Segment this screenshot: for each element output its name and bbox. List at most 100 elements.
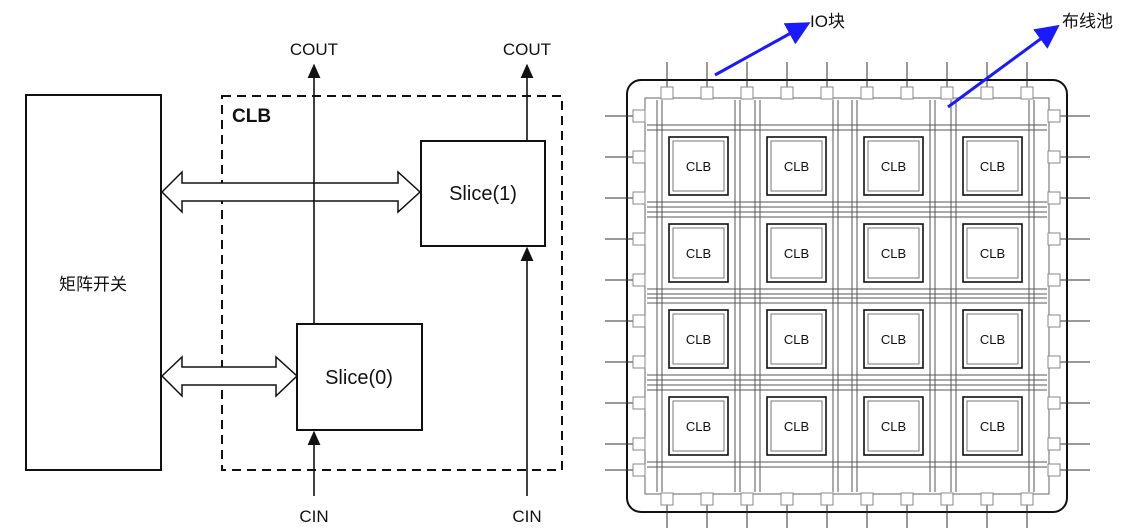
slice1-block: Slice(1) xyxy=(420,140,546,247)
io-pad-bottom xyxy=(940,492,954,506)
io-pad-bottom xyxy=(820,492,834,506)
io-pad-top xyxy=(980,86,994,100)
clb-cell: CLB xyxy=(668,396,729,456)
clb-cell: CLB xyxy=(668,136,729,196)
io-pad-right xyxy=(1047,396,1061,410)
io-pad-top xyxy=(660,86,674,100)
right-fpga-diagram: CLB CLB CLB CLB CLB CLB CLB CLB CLB CLB CLB CLB CLB C… xyxy=(605,12,1113,528)
clb-cell-inner xyxy=(672,227,725,279)
clb-cell-inner xyxy=(672,313,725,365)
io-pad-left xyxy=(632,150,646,164)
clb-cell: CLB xyxy=(863,136,924,196)
io-pad-right xyxy=(1047,437,1061,451)
io-pad-top xyxy=(740,86,754,100)
cin-left-label: CIN xyxy=(299,507,328,526)
clb-cell-label: CLB xyxy=(881,159,906,174)
io-pads xyxy=(632,86,1061,506)
matrix-switch-label: 矩阵开关 xyxy=(59,275,127,294)
clb-cell: CLB xyxy=(962,396,1023,456)
io-pad-top xyxy=(1020,86,1034,100)
io-pad-bottom xyxy=(900,492,914,506)
clb-cell: CLB xyxy=(766,223,827,283)
io-pad-right xyxy=(1047,109,1061,123)
left-clb-diagram: 矩阵开关 CLB Slice(1) Slice(0) xyxy=(25,40,563,526)
carry-lines xyxy=(307,63,534,496)
clb-cell-label: CLB xyxy=(686,246,711,261)
io-pad-left xyxy=(632,463,646,477)
bus-arrow-slice0 xyxy=(160,355,299,398)
io-pad-left xyxy=(632,314,646,328)
routing-channels xyxy=(647,100,1047,492)
clb-cell: CLB xyxy=(962,309,1023,369)
clb-cell-label: CLB xyxy=(686,419,711,434)
io-pad-bottom xyxy=(700,492,714,506)
cin-right-label: CIN xyxy=(512,507,541,526)
routing-annotation-label: 布线池 xyxy=(1062,12,1113,31)
io-pad-right xyxy=(1047,273,1061,287)
io-pad-top xyxy=(780,86,794,100)
chip-inner-outline xyxy=(644,97,1050,495)
clb-cell-label: CLB xyxy=(784,159,809,174)
clb-grid: CLB CLB CLB CLB CLB CLB CLB CLB CLB CLB CLB CLB CLB C… xyxy=(668,136,1023,456)
clb-cell-inner xyxy=(867,400,920,452)
slice1-label: Slice(1) xyxy=(449,183,517,205)
clb-cell-label: CLB xyxy=(686,332,711,347)
clb-cell: CLB xyxy=(766,309,827,369)
clb-cell: CLB xyxy=(863,396,924,456)
io-pins xyxy=(605,62,1090,528)
io-pad-bottom xyxy=(660,492,674,506)
clb-cell: CLB xyxy=(962,223,1023,283)
io-pad-left xyxy=(632,396,646,410)
cout-right-label: COUT xyxy=(503,40,551,59)
io-pad-right xyxy=(1047,355,1061,369)
clb-cell-inner xyxy=(966,140,1019,192)
clb-cell-label: CLB xyxy=(686,159,711,174)
clb-cell-inner xyxy=(867,140,920,192)
clb-cell-inner xyxy=(867,313,920,365)
clb-cell: CLB xyxy=(766,396,827,456)
clb-cell-label: CLB xyxy=(881,332,906,347)
clb-boundary-label: CLB xyxy=(232,106,271,127)
io-pad-left xyxy=(632,273,646,287)
clb-cell-inner xyxy=(770,227,823,279)
io-pad-top xyxy=(820,86,834,100)
routing-annotation-arrow xyxy=(947,24,1060,109)
clb-cell-inner xyxy=(867,227,920,279)
clb-cell-inner xyxy=(966,313,1019,365)
clb-cell-inner xyxy=(770,313,823,365)
slice0-block: Slice(0) xyxy=(296,323,423,431)
clb-cell-label: CLB xyxy=(784,419,809,434)
cout-left-label: COUT xyxy=(290,40,338,59)
clb-boundary: CLB xyxy=(221,95,563,471)
clb-cell-label: CLB xyxy=(980,419,1005,434)
io-annotation-arrow xyxy=(714,22,811,77)
clb-cell: CLB xyxy=(863,309,924,369)
io-pad-bottom xyxy=(1020,492,1034,506)
clb-cell-label: CLB xyxy=(881,419,906,434)
clb-cell-label: CLB xyxy=(881,246,906,261)
io-pad-right xyxy=(1047,463,1061,477)
io-pad-right xyxy=(1047,191,1061,205)
clb-cell-label: CLB xyxy=(980,246,1005,261)
bus-arrow-slice1 xyxy=(160,170,422,214)
clb-cell: CLB xyxy=(962,136,1023,196)
io-pad-left xyxy=(632,109,646,123)
matrix-switch-block: 矩阵开关 xyxy=(25,94,162,471)
io-pad-left xyxy=(632,437,646,451)
clb-cell: CLB xyxy=(863,223,924,283)
io-pad-right xyxy=(1047,314,1061,328)
clb-cell-label: CLB xyxy=(784,246,809,261)
clb-cell-label: CLB xyxy=(784,332,809,347)
clb-cell-inner xyxy=(770,400,823,452)
io-pad-right xyxy=(1047,232,1061,246)
io-pad-top xyxy=(900,86,914,100)
io-annotation-label: IO块 xyxy=(810,12,845,31)
clb-cell-label: CLB xyxy=(980,332,1005,347)
clb-cell: CLB xyxy=(668,309,729,369)
io-pad-bottom xyxy=(980,492,994,506)
io-pad-left xyxy=(632,191,646,205)
clb-cell-inner xyxy=(770,140,823,192)
io-pad-top xyxy=(940,86,954,100)
clb-cell-inner xyxy=(672,140,725,192)
